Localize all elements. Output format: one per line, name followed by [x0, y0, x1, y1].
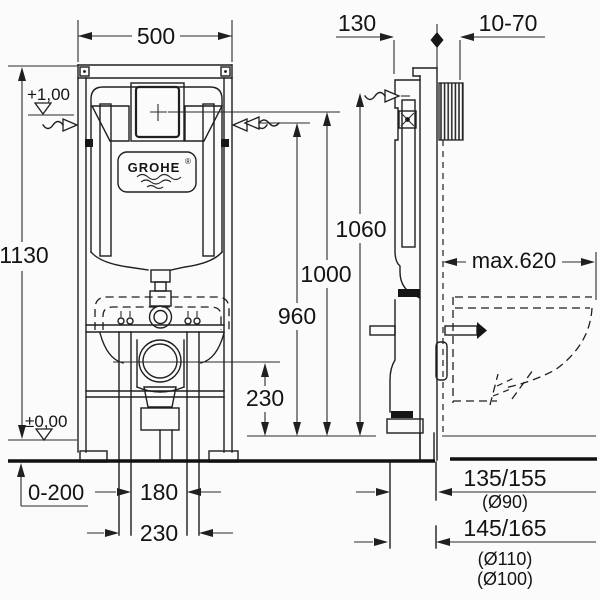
outlet-connector-tab [435, 341, 448, 381]
logo-wave-3 [146, 184, 164, 190]
wall-plane-marker [430, 24, 444, 68]
dim-label-max620: max.620 [472, 248, 556, 273]
side-frame-rail [412, 67, 438, 461]
bowl-outline-front [94, 296, 230, 364]
dim-label-960: 960 [278, 303, 316, 329]
side-cistern-profile [394, 79, 421, 299]
level-marker-plus: +1,00 [27, 85, 74, 116]
logo-wave-2 [140, 179, 172, 185]
dim-wall-10-70: 10-70 [459, 10, 545, 80]
dim-rods-230: 230 [87, 520, 233, 546]
dim-depth-130: 130 [336, 10, 395, 74]
dim-label-130: 130 [338, 10, 376, 36]
dim-label-145-165: 145/165 [463, 515, 546, 541]
logo-wave-1 [136, 173, 182, 181]
floor-lines [8, 435, 597, 463]
registered-mark: ® [185, 157, 191, 166]
bowl-outline-side [452, 296, 593, 406]
dim-drain-145-165: 145/165 (Ø110) (Ø100) [354, 515, 596, 589]
dim-floor-0-200: 0-200 [17, 463, 88, 507]
dim-label-135-155: 135/155 [463, 465, 546, 491]
dim-outlet-230: 230 [113, 361, 284, 436]
inlet-cutout-right [184, 105, 224, 142]
brand-logo-text: GROHE [128, 160, 181, 175]
dim-height-1060: 1060 [335, 93, 387, 436]
dim-label-180: 180 [140, 479, 178, 505]
dim-label-1130: 1130 [0, 242, 49, 268]
fill-valve-flange [398, 110, 417, 129]
flush-pipe [148, 269, 173, 329]
dim-height-960: 960 [243, 116, 316, 436]
level-label-plus: +1,00 [27, 85, 70, 104]
dimensions: 500 1130 +1,00 ±0,00 130 [0, 10, 597, 589]
dim-label-10-70: 10-70 [479, 10, 538, 36]
outlet-bend [136, 339, 185, 461]
frame-outline [77, 64, 233, 453]
dim-width-500: 500 [77, 20, 233, 62]
level-label-zero: ±0,00 [25, 412, 67, 431]
inlet-cutout-left [90, 105, 130, 142]
dim-label-dia90: (Ø90) [482, 492, 528, 512]
dim-label-outlet-230: 230 [246, 385, 284, 411]
seal-band-lower [391, 411, 413, 418]
dim-label-rods-230: 230 [140, 520, 178, 546]
dim-label-dia110: (Ø110) [478, 549, 533, 569]
dim-drain-135-155: 135/155 (Ø90) [356, 465, 596, 512]
mounting-rods [118, 331, 200, 536]
front-view: GROHE ® [42, 64, 268, 536]
dim-bowl-max620: max.620 [443, 248, 597, 300]
side-water-inlet-arrow [364, 89, 410, 103]
side-drain-plumbing [386, 289, 437, 549]
dim-label-1000: 1000 [300, 261, 351, 287]
pipe-clamp-left [85, 139, 93, 147]
dim-label-dia100: (Ø100) [477, 569, 533, 589]
pipe-clamp-right [221, 139, 229, 147]
mounting-bars [85, 311, 225, 398]
bowl-mounting-rod [369, 322, 487, 381]
dim-label-1060: 1060 [335, 216, 386, 242]
water-inlet-arrow-left [42, 118, 79, 132]
brand-logo: GROHE ® [117, 151, 197, 193]
dim-height-1130: 1130 [0, 65, 78, 439]
dim-label-0-200: 0-200 [28, 480, 84, 505]
seal-band-upper [398, 289, 420, 297]
wall-anchor-block [438, 82, 464, 141]
side-view [364, 24, 593, 549]
level-marker-zero: ±0,00 [25, 412, 67, 442]
dim-height-1000: 1000 [168, 111, 352, 436]
dim-rods-180: 180 [95, 479, 221, 505]
cistern [90, 86, 224, 271]
dim-label-500: 500 [137, 23, 175, 49]
